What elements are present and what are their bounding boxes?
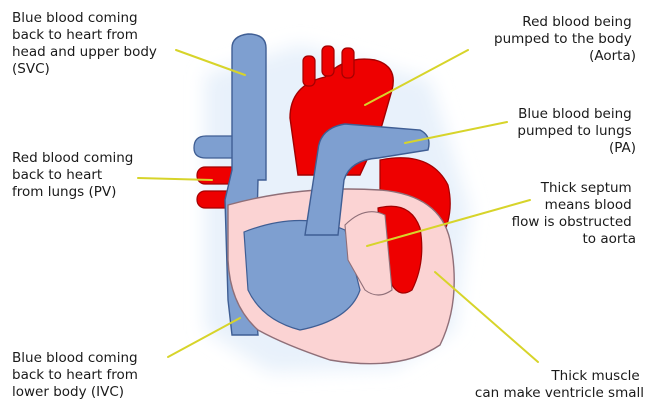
label-pv-line: from lungs (PV): [12, 184, 116, 200]
label-pv-line: Red blood coming: [12, 150, 133, 166]
label-ivc: Blue blood coming back to heart from low…: [12, 350, 142, 400]
label-septum-line: to aorta: [583, 231, 637, 247]
label-svc-line: back to heart from: [12, 27, 138, 43]
label-septum-line: means blood: [545, 197, 632, 213]
label-septum-line: flow is obstructed: [512, 214, 632, 230]
label-svc-line: Blue blood coming: [12, 10, 138, 26]
label-aorta-line: (Aorta): [589, 48, 636, 64]
label-muscle: Thick muscle can make ventricle small: [475, 368, 644, 401]
label-pa-line: pumped to lungs: [517, 123, 631, 139]
label-septum: Thick septum means blood flow is obstruc…: [512, 180, 636, 247]
label-pa-line: (PA): [609, 140, 636, 156]
label-septum-line: Thick septum: [540, 180, 632, 196]
label-aorta-line: Red blood being: [522, 14, 631, 30]
label-pv-line: back to heart: [12, 167, 102, 183]
label-muscle-line: Thick muscle: [550, 368, 639, 384]
label-pa-line: Blue blood being: [518, 106, 632, 122]
label-ivc-line: back to heart from: [12, 367, 138, 383]
label-svc-line: (SVC): [12, 61, 50, 77]
label-pa: Blue blood being pumped to lungs (PA): [517, 106, 636, 156]
label-pv: Red blood coming back to heart from lung…: [12, 150, 138, 200]
label-aorta-line: pumped to the body: [494, 31, 632, 47]
label-ivc-line: lower body (IVC): [12, 384, 124, 400]
label-ivc-line: Blue blood coming: [12, 350, 138, 366]
label-svc: Blue blood coming back to heart from hea…: [12, 10, 161, 77]
label-aorta: Red blood being pumped to the body (Aort…: [494, 14, 636, 64]
label-svc-line: head and upper body: [12, 44, 157, 60]
label-muscle-line: can make ventricle small: [475, 385, 644, 401]
